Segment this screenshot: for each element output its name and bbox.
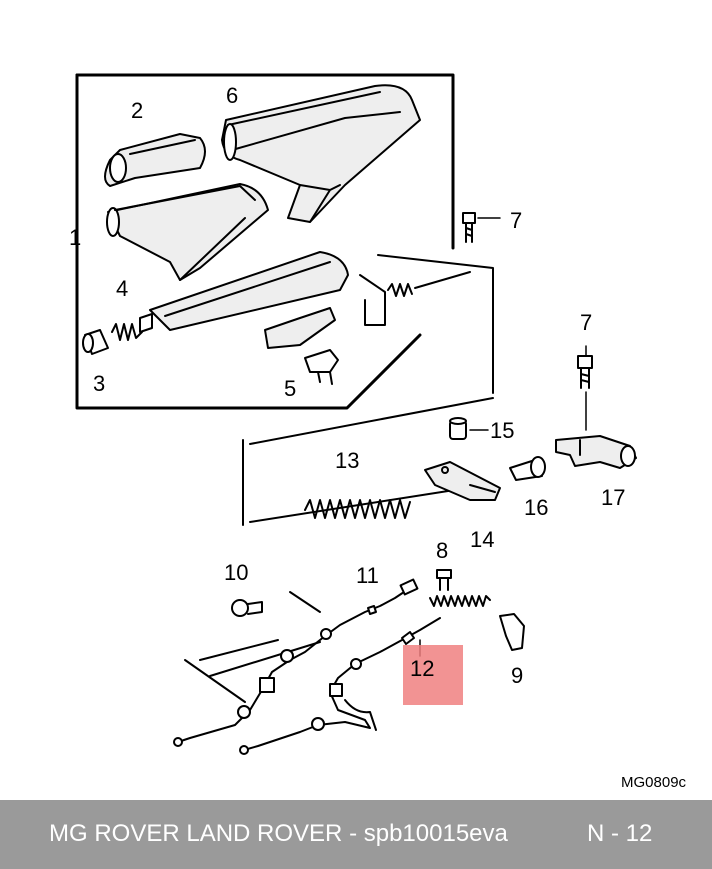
bracket-line-h bbox=[209, 641, 321, 677]
front-cable-part bbox=[173, 578, 419, 747]
bolt-part-upper bbox=[462, 212, 476, 243]
callout-12: 12 bbox=[410, 656, 434, 681]
footer-caption: MG ROVER LAND ROVER - spb10015eva bbox=[49, 820, 508, 848]
footer-page-ref: N - 12 bbox=[587, 820, 653, 847]
callout-7-upper: 7 bbox=[510, 208, 522, 233]
bracket-line-d bbox=[249, 485, 481, 523]
callout-9: 9 bbox=[511, 663, 523, 688]
group-frame bbox=[75, 73, 455, 250]
group-frame-bottom bbox=[75, 73, 422, 410]
callout-15: 15 bbox=[490, 418, 514, 443]
lever-housing-part bbox=[106, 183, 269, 281]
bracket-line-g bbox=[184, 659, 246, 703]
bracket-bolt-part bbox=[231, 599, 263, 617]
callout-5: 5 bbox=[284, 376, 296, 401]
callout-3: 3 bbox=[93, 371, 105, 396]
drawing-code: MG0809c bbox=[621, 774, 687, 791]
callout-7-lower: 7 bbox=[580, 310, 592, 335]
callout-8: 8 bbox=[436, 538, 448, 563]
pin-part bbox=[509, 456, 546, 481]
callout-13: 13 bbox=[335, 448, 359, 473]
cable-bracket-part bbox=[555, 435, 637, 469]
highlight-box bbox=[403, 645, 463, 705]
footer-separator: - bbox=[349, 820, 358, 847]
callout-16: 16 bbox=[524, 495, 548, 520]
footer-part-number: spb10015eva bbox=[363, 820, 508, 847]
callout-10: 10 bbox=[224, 560, 248, 585]
grip-part bbox=[104, 133, 206, 187]
clip-part bbox=[499, 613, 525, 651]
adjuster-plate-part bbox=[424, 461, 501, 501]
sleeve-part bbox=[82, 329, 109, 355]
bush-part bbox=[449, 417, 467, 440]
callout-1: 1 bbox=[69, 225, 81, 250]
bracket-line-f bbox=[199, 639, 279, 661]
callout-4: 4 bbox=[116, 276, 128, 301]
switch-part bbox=[304, 349, 339, 385]
rod-spring bbox=[387, 271, 471, 297]
bracket-line-a bbox=[377, 254, 494, 394]
callout-11: 11 bbox=[356, 563, 379, 588]
bolt-part-lower bbox=[577, 355, 593, 389]
callout-2: 2 bbox=[131, 98, 143, 123]
callout-6: 6 bbox=[226, 83, 238, 108]
callout-17: 17 bbox=[601, 485, 625, 510]
lever-body-part bbox=[139, 251, 386, 349]
bracket-line-b bbox=[249, 397, 494, 445]
footer-brands: MG ROVER LAND ROVER bbox=[49, 820, 343, 847]
small-bolt-part bbox=[436, 569, 452, 591]
lever-cover-part bbox=[221, 84, 421, 223]
bracket-line-e bbox=[289, 591, 321, 613]
long-spring-part bbox=[304, 499, 411, 519]
small-spring-part bbox=[111, 323, 143, 341]
parts-diagram: 1 2 3 4 5 6 7 7 8 9 10 11 12 13 14 15 16… bbox=[69, 73, 687, 791]
callout-14: 14 bbox=[470, 527, 494, 552]
footer-bar: MG ROVER LAND ROVER - spb10015eva N - 12 bbox=[0, 800, 712, 869]
rear-cable-part bbox=[239, 595, 491, 755]
